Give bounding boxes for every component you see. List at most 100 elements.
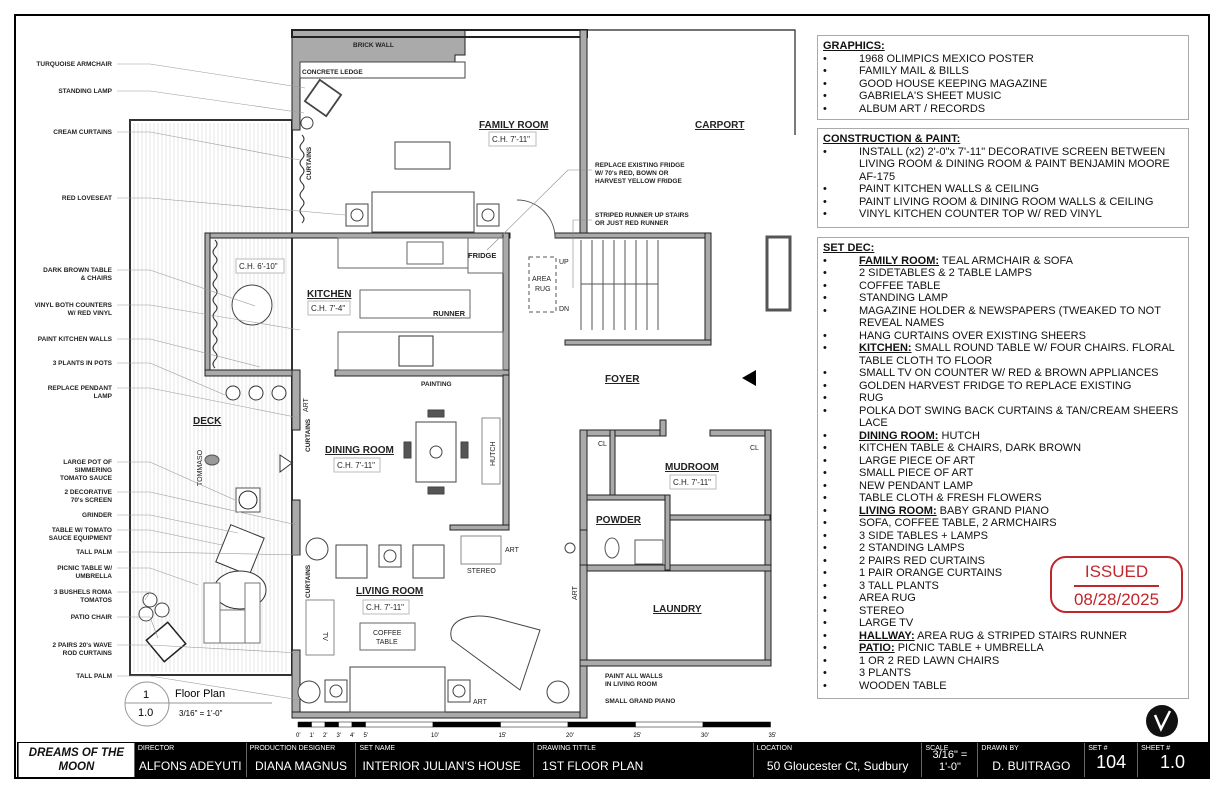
curtains-label: CURTAINS <box>305 564 312 598</box>
bullet-icon: • <box>823 654 827 667</box>
note-item-text: NEW PENDANT LAMP <box>859 479 974 492</box>
lamp-icon <box>481 208 495 222</box>
wall <box>704 232 712 346</box>
callout-line: TABLE W/ TOMATO <box>52 527 112 534</box>
stamp-status: ISSUED <box>1084 562 1149 581</box>
bullet-icon: • <box>823 629 827 642</box>
field-value: 1.0 <box>1160 752 1186 772</box>
carport-outline <box>587 29 796 135</box>
wall <box>579 564 772 572</box>
callout-label: 3 PLANTS IN POTS <box>53 360 113 367</box>
patio-chair <box>145 621 187 663</box>
leader-line <box>117 63 306 89</box>
note-item: •GOOD HOUSE KEEPING MAGAZINE <box>823 78 1182 91</box>
bullet-icon: • <box>823 604 827 617</box>
plant-pot <box>271 385 287 401</box>
bullet-icon: • <box>823 679 827 692</box>
scale-segment <box>500 721 569 728</box>
scale-segment <box>351 721 366 728</box>
dining-furniture <box>403 409 501 495</box>
bullet-icon: • <box>823 304 827 317</box>
scale-segment <box>338 721 353 728</box>
callout-line: DARK BROWN TABLE <box>43 267 113 274</box>
bullet-icon: • <box>823 52 827 65</box>
note-item: •LARGE TV <box>823 617 1182 630</box>
dog-icon <box>204 454 220 466</box>
room-label-living-room: LIVING ROOM <box>356 586 423 597</box>
note-item: •DINING ROOM: HUTCH <box>823 430 1182 443</box>
room-label-powder: POWDER <box>596 515 642 526</box>
scale-tick-label: 4' <box>350 733 354 739</box>
note-item: •KITCHEN: SMALL ROUND TABLE W/ FOUR CHAI… <box>823 342 1182 367</box>
field-value: 1ST FLOOR PLAN <box>542 759 644 773</box>
callout-line: TOMATOS <box>80 597 112 604</box>
note-item-text: RUG <box>859 392 884 404</box>
curtains <box>299 134 305 224</box>
bullet-icon: • <box>823 517 827 529</box>
runner-label: RUNNER <box>433 309 466 318</box>
area-rug <box>528 256 557 313</box>
lamp-icon <box>383 549 397 563</box>
note-item: •RUG <box>823 392 1182 405</box>
note-item: •SMALL PIECE OF ART <box>823 467 1182 480</box>
set-dec-list: •FAMILY ROOM: TEAL ARMCHAIR & SOFA•2 SID… <box>823 255 1182 693</box>
callout-line: RED LOVESEAT <box>62 195 112 202</box>
note-item-text: AREA RUG <box>859 592 916 604</box>
note-item: •1968 OLIMPICS MEXICO POSTER <box>823 53 1182 66</box>
note-item: •FAMILY ROOM: TEAL ARMCHAIR & SOFA <box>823 255 1182 268</box>
bullet-icon: • <box>823 429 827 442</box>
bullet-icon: • <box>823 292 827 304</box>
field-key: DRAWN BY <box>981 745 1019 752</box>
stove <box>398 335 434 367</box>
wall <box>659 419 667 437</box>
callout-line: 2 DECORATIVE <box>64 489 112 496</box>
tomato-bushel <box>138 606 154 622</box>
scale-tick-label: 20' <box>566 733 574 739</box>
ceiling-height-family: C.H. 7'-11" <box>492 135 530 144</box>
bullet-icon: • <box>823 102 827 115</box>
note-item-text: 3 PLANTS <box>859 667 911 679</box>
pendant-lamp <box>429 445 443 459</box>
note-item-text: SMALL PIECE OF ART <box>859 467 974 479</box>
brick-wall-label: BRICK WALL <box>353 42 394 49</box>
scale-tick-label: 25' <box>634 733 642 739</box>
deck: DECK TOMMASO <box>129 119 293 676</box>
sofa <box>349 666 446 713</box>
logo-mark-icon <box>1153 710 1172 732</box>
leader-line <box>117 616 159 639</box>
ceiling-height-box <box>235 258 285 274</box>
note-item: •AREA RUG <box>823 592 1182 605</box>
construction-notes: CONSTRUCTION & PAINT: •INSTALL (x2) 2'-0… <box>817 128 1189 228</box>
turquoise-armchair <box>303 78 343 118</box>
note-item-text: STANDING LAMP <box>859 292 949 304</box>
bullet-icon: • <box>823 254 827 267</box>
note-item-text: FAMILY MAIL & BILLS <box>859 65 969 77</box>
field-key: SET # <box>1088 745 1108 752</box>
production-title: DREAMS OF THE MOON <box>18 743 134 777</box>
plant-pot <box>248 385 264 401</box>
grand-piano <box>450 615 541 691</box>
callout-label: TALL PALM <box>76 549 112 556</box>
painting-label: PAINTING <box>421 381 452 388</box>
scale-segment <box>432 721 501 728</box>
note-item: •INSTALL (x2) 2'-0"x 7'-11" DECORATIVE S… <box>823 146 1182 184</box>
graphics-list: •1968 OLIMPICS MEXICO POSTER•FAMILY MAIL… <box>823 53 1182 116</box>
note-item: •POLKA DOT SWING BACK CURTAINS & TAN/CRE… <box>823 405 1182 430</box>
room-label-kitchen: KITCHEN <box>307 289 351 300</box>
room-label-laundry: LAUNDRY <box>653 604 702 615</box>
bullet-icon: • <box>823 404 827 417</box>
callout-line: TOMATO SAUCE <box>60 475 113 482</box>
construction-list: •INSTALL (x2) 2'-0"x 7'-11" DECORATIVE S… <box>823 146 1182 221</box>
callout-line: PAINT KITCHEN WALLS <box>38 336 113 343</box>
bullet-icon: • <box>823 90 827 102</box>
area-rug-label-2: RUG <box>535 286 551 293</box>
area-rug-label: AREA <box>532 276 551 283</box>
note-item: •SOFA, COFFEE TABLE, 2 ARMCHAIRS <box>823 517 1182 530</box>
leader-line <box>117 461 236 501</box>
scale-segment <box>311 721 326 728</box>
